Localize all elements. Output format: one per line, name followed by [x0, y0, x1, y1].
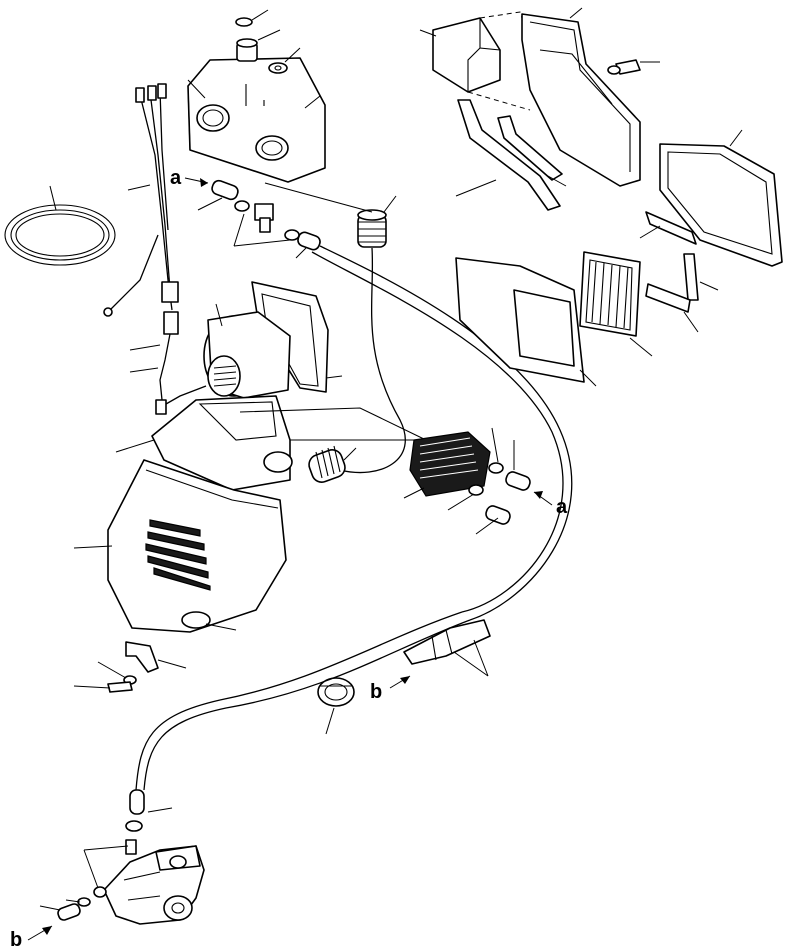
- mounting-bracket: [125, 641, 187, 673]
- filter-cover-plate: [455, 257, 597, 387]
- blower-motor: [165, 303, 291, 405]
- mounting-screw-top-right: [607, 59, 660, 75]
- air-outlet-knob: [235, 17, 265, 106]
- hose-coil-top: [357, 195, 397, 248]
- small-gasket-3: [645, 283, 699, 333]
- hose-clamp-ring: [4, 185, 116, 266]
- water-pump: [103, 839, 205, 925]
- hose-coil-middle: [308, 445, 357, 483]
- heater-hose-lower: [135, 611, 471, 791]
- small-gasket-1: [639, 211, 697, 245]
- heater-lower-case: [73, 459, 287, 633]
- heater-upper-case: [115, 395, 293, 491]
- hose-fitting-a-right: [447, 427, 531, 535]
- ref-label-b-middle: b: [370, 681, 382, 703]
- side-duct-panel: [659, 129, 783, 267]
- duct-gasket-strip-2: [497, 115, 567, 187]
- washer-small: [268, 62, 288, 74]
- rubber-grommet: [317, 677, 355, 735]
- hose-fitting-a-top: [197, 179, 321, 259]
- pump-fitting-bottom: [39, 845, 129, 921]
- duct-gasket-strip-1: [455, 99, 561, 211]
- ref-label-a-top: a: [170, 167, 182, 189]
- ref-label-a-right: a: [556, 496, 568, 518]
- hose-fitting-lower: [125, 789, 173, 832]
- upper-duct: [521, 7, 641, 187]
- control-box: [419, 17, 501, 93]
- heater-top-cover: [187, 57, 326, 183]
- small-gasket-2: [683, 253, 719, 301]
- bolt-and-washer-left: [73, 661, 137, 693]
- wiring-harness: [103, 83, 179, 415]
- heater-core: [403, 431, 491, 499]
- heater-hose-long: [311, 245, 573, 621]
- ref-label-b-bottom: b: [10, 929, 22, 951]
- duct-joint-b: [403, 619, 491, 677]
- filter-element: [579, 251, 653, 357]
